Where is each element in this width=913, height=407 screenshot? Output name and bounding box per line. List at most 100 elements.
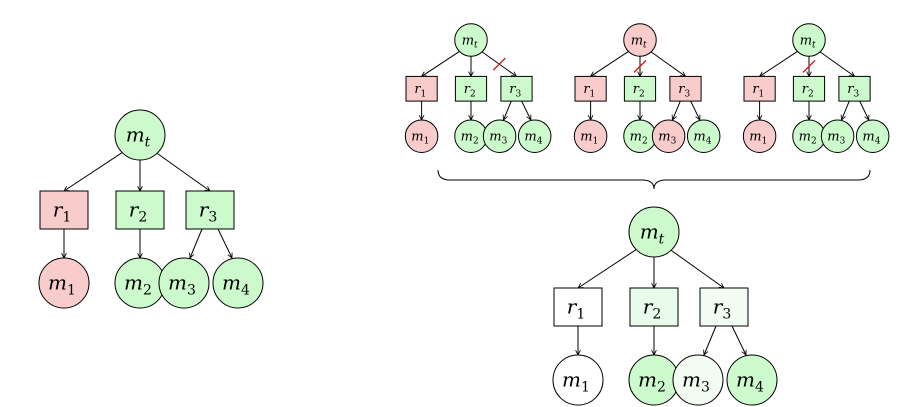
node-mt: mt [628,206,680,258]
node-m3-label: m3 [682,368,710,396]
node-m1: m1 [404,119,439,153]
node-m3-shape [158,257,210,309]
node-m4-label: m4 [693,129,711,146]
node-r2-label: r2 [643,295,661,323]
node-m2: m2 [792,119,826,153]
edge-r3-m4 [859,100,869,120]
node-m4: m4 [517,119,552,153]
node-m2-label: m2 [124,271,152,299]
node-m3: m3 [158,257,210,309]
node-m2: m2 [114,257,166,309]
node-r1-shape [405,75,438,102]
node-mt-label: mt [126,123,151,151]
node-r2: r2 [623,75,657,102]
node-r2: r2 [792,75,826,102]
node-m3-label: m3 [658,129,676,146]
node-m1: m1 [573,119,608,153]
edge-mt-r3 [670,249,724,288]
curly-brace [437,169,871,190]
node-r2-label: r2 [633,82,645,99]
node-m3-label: m3 [489,129,507,146]
node-m3-label: m3 [168,271,196,299]
node-r3-label: r3 [509,82,521,99]
node-mt-shape [114,109,166,161]
node-mt-shape [454,23,488,57]
node-mt-shape [628,206,680,258]
node-mt: mt [114,109,166,161]
node-m1: m1 [38,257,90,309]
node-r3: r3 [669,75,702,102]
edge-r3-m4 [690,100,700,120]
node-r2-shape [792,75,826,102]
node-m3-shape [672,354,724,406]
edge-mt-r1 [578,249,637,288]
node-r1-label: r1 [53,198,71,226]
node-mt-label: mt [462,33,478,50]
node-r1-shape [574,75,607,102]
edge-r3-m4 [217,228,232,258]
node-mt: mt [454,23,488,57]
node-mt: mt [623,23,657,57]
cut-mark [802,59,816,73]
edge-r3-m3 [673,100,681,120]
node-r1-shape [743,75,776,102]
edge-mt-r3 [819,51,854,77]
node-r1: r1 [39,190,89,230]
node-r2-label: r2 [802,82,814,99]
node-m4-shape [855,119,890,153]
node-r2-shape [454,75,488,102]
node-m3-shape [651,119,686,153]
edge-mt-r1 [760,50,798,76]
node-m1-label: m1 [749,129,767,146]
node-m1-shape [573,119,608,153]
node-m2-label: m2 [461,129,479,146]
node-mt: mt [792,23,826,57]
node-m3-shape [482,119,517,153]
node-r2-shape [629,287,679,327]
node-r1: r1 [574,75,607,102]
node-r3: r3 [699,287,749,327]
cut-mark [492,57,506,71]
node-mt-label: mt [640,220,665,248]
node-m1-shape [552,354,604,406]
node-m2-label: m2 [638,368,666,396]
node-m1-shape [742,119,777,153]
small-tree-2: mt r1 r2 r3 m1 m2 m3 m4 [573,23,721,153]
node-r1-shape [553,287,603,327]
node-r1-label: r1 [583,82,595,99]
node-m4-label: m4 [524,129,542,146]
node-m1-label: m1 [48,271,76,299]
node-m3: m3 [651,119,686,153]
node-r3-label: r3 [199,198,217,226]
edge-r3-m4 [521,100,531,120]
edge-mt-r1 [591,50,629,76]
node-r2: r2 [454,75,488,102]
node-r1-label: r1 [414,82,426,99]
node-m4-shape [686,119,721,153]
node-r3-shape [699,287,749,327]
node-m4-shape [212,257,264,309]
node-r1-label: r1 [752,82,764,99]
edge-r3-m3 [504,100,512,120]
node-m3: m3 [482,119,517,153]
node-m4-shape [517,119,552,153]
edge-mt-r1 [64,152,123,191]
node-r1: r1 [743,75,776,102]
node-m1-shape [404,119,439,153]
node-m2-label: m2 [799,129,817,146]
node-m4: m4 [726,354,778,406]
node-r2-shape [115,190,165,230]
node-mt-label: mt [800,33,816,50]
node-r3-shape [185,190,235,230]
node-r1: r1 [553,287,603,327]
node-r1-label: r1 [567,295,585,323]
node-r3-label: r3 [713,295,731,323]
node-r3-shape [838,75,871,102]
node-r3-shape [669,75,702,102]
node-mt-label: mt [631,33,647,50]
node-m2-label: m2 [630,129,648,146]
node-r3: r3 [838,75,871,102]
node-r3: r3 [500,75,533,102]
